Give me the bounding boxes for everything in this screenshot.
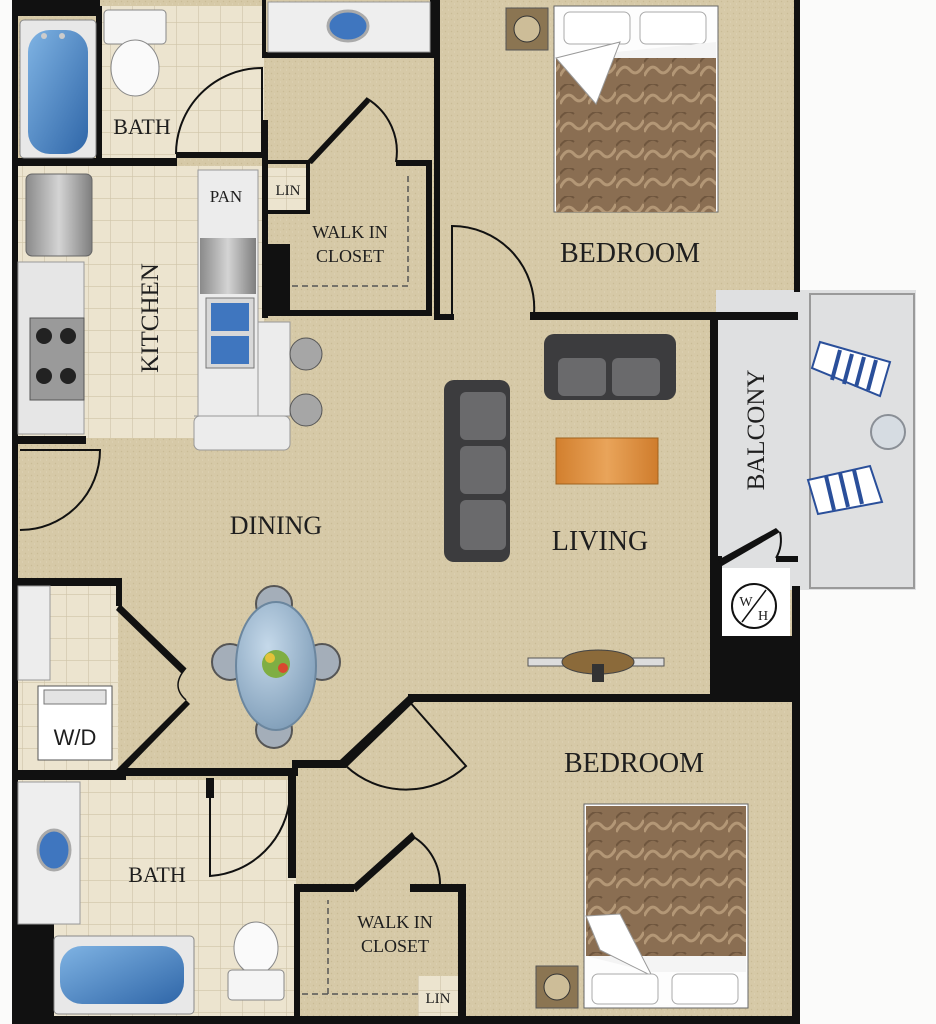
fixture-label-water-heater-w: W (739, 595, 753, 610)
fixture-label-pantry: PAN (210, 187, 242, 206)
water-heater (722, 568, 790, 636)
closet-rods (292, 172, 418, 995)
room-label-balcony: BALCONY (743, 370, 770, 491)
room-label-living: LIVING (552, 526, 648, 557)
stove (17, 261, 85, 435)
bar-stools (289, 337, 323, 427)
linen-top-tile (268, 168, 308, 212)
fixture-label-linen-bottom: LIN (426, 991, 451, 1007)
room-label-closet-top-line2: CLOSET (316, 246, 384, 266)
room-label-bedroom-bottom: BEDROOM (564, 748, 704, 779)
fixture-label-water-heater-h: H (758, 609, 768, 624)
fixture-label-washer-dryer: W/D (54, 725, 97, 750)
sofa-vertical (444, 380, 510, 562)
room-label-closet-bottom-line1: WALK IN (357, 912, 432, 932)
walls (12, 0, 800, 1024)
bed-top (505, 5, 719, 213)
toilet-top (103, 9, 167, 97)
fixture-label-linen-top: LIN (276, 183, 301, 199)
bed-bottom (535, 803, 749, 1009)
room-label-closet-top-line1: WALK IN (312, 222, 387, 242)
room-label-bath-bottom: BATH (128, 862, 186, 887)
sink-top (267, 1, 431, 53)
dining-table (211, 585, 341, 749)
refrigerator (25, 173, 93, 257)
room-label-kitchen: KITCHEN (137, 263, 164, 373)
linen-bottom-tile (418, 976, 460, 1016)
bathtub-bottom (53, 935, 195, 1015)
kitchen-counter (193, 169, 291, 451)
sink-bottom (17, 781, 81, 925)
room-labels: BATH KITCHEN PAN LIN WALK IN CLOSET BEDR… (54, 114, 770, 1007)
balcony-furniture (806, 293, 915, 589)
room-label-bath-top: BATH (113, 114, 171, 139)
room-label-dining: DINING (230, 511, 322, 540)
loveseat (544, 334, 676, 400)
laundry-shelf (17, 585, 113, 761)
bathtub-top (19, 19, 97, 159)
door-swings (19, 66, 782, 887)
coffee-table (555, 437, 659, 485)
toilet-bottom (227, 921, 285, 1001)
room-label-bedroom-top: BEDROOM (560, 238, 700, 269)
room-label-closet-bottom-line2: CLOSET (361, 936, 429, 956)
tv-stand (527, 649, 665, 682)
